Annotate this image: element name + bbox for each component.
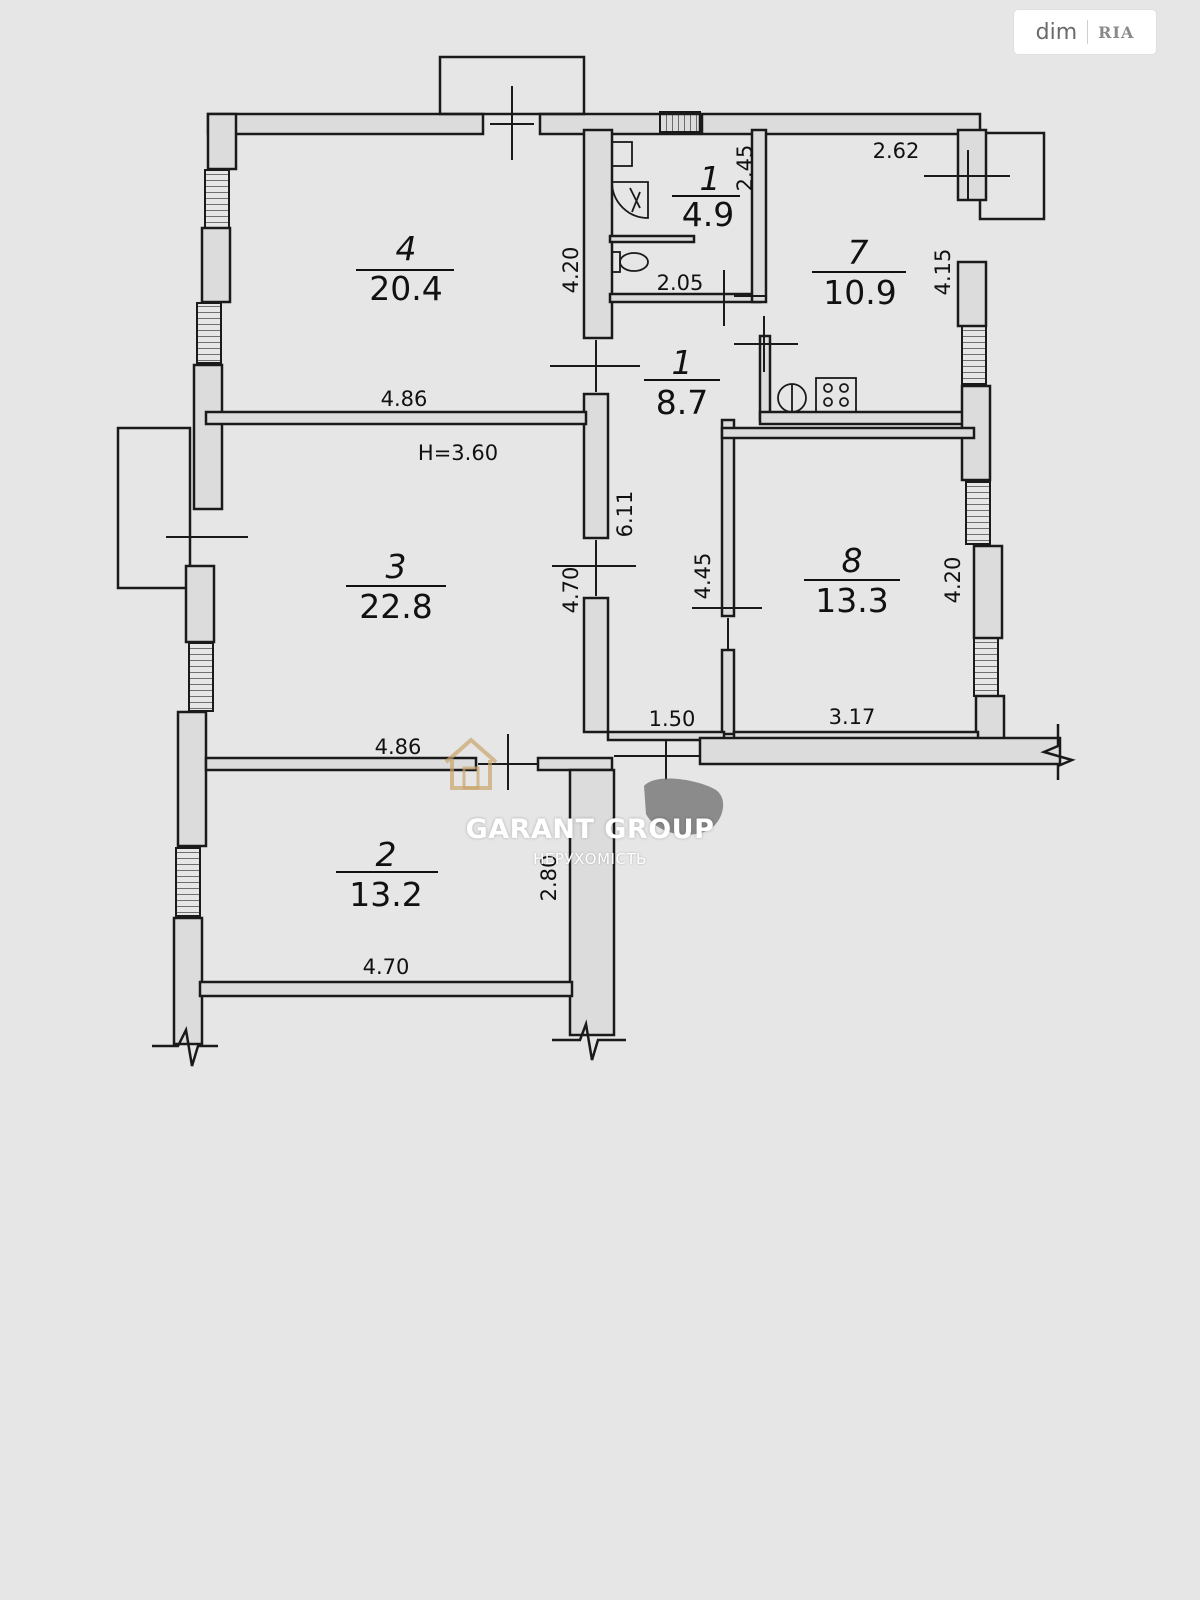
wall-room8-left-b — [720, 648, 736, 736]
wall-room8-left — [720, 418, 736, 618]
window-room7 — [961, 325, 987, 385]
room-2-area: 13.2 — [349, 875, 422, 914]
break-left — [152, 1026, 218, 1067]
wall-room3-room2-a — [204, 756, 478, 772]
room-7-area: 10.9 — [823, 273, 896, 312]
window-room2 — [175, 847, 201, 917]
sink-icon — [611, 141, 633, 167]
wall-bath-right — [750, 128, 768, 304]
room-1-bath-area: 4.9 — [682, 195, 734, 234]
shower-icon — [611, 181, 649, 219]
badge-site-label: dim — [1035, 19, 1078, 45]
wall-left-5 — [176, 710, 208, 848]
wall-room2-right — [568, 768, 616, 1037]
dim-room3-depth: 4.70 — [559, 567, 583, 614]
fixtures — [611, 141, 857, 413]
wall-int-2 — [582, 392, 610, 540]
wall-right-2 — [956, 260, 988, 328]
wall-room4-room3 — [204, 410, 588, 426]
toilet-icon — [611, 251, 649, 273]
room-1-bath-number: 1 — [700, 159, 721, 198]
dim-room8-depth: 4.20 — [941, 557, 965, 604]
wall-left-2 — [200, 226, 232, 304]
wall-int-3 — [582, 596, 610, 734]
dim-room4-width: 4.86 — [381, 387, 428, 411]
dim-room2-width: 4.70 — [363, 955, 410, 979]
wall-room8-top — [720, 426, 976, 440]
wall-bath-mid — [608, 234, 696, 244]
room-8-number: 8 — [842, 541, 863, 580]
break-mid — [552, 1019, 626, 1061]
wall-room3-room2-b — [536, 756, 614, 772]
dim-room2-depth: 2.80 — [537, 855, 561, 902]
wall-left-4 — [184, 564, 216, 644]
wall-top-left — [206, 112, 485, 136]
wall-room2-bottom — [198, 980, 574, 998]
wall-bottom-corridor — [698, 736, 1062, 766]
dim-room4-depth: 4.20 — [559, 247, 583, 294]
dim-room3-width: 4.86 — [375, 735, 422, 759]
window-room8-a — [965, 481, 991, 545]
wall-int-1 — [582, 128, 614, 340]
dim-hall-side: 4.45 — [691, 553, 715, 600]
room-3-area: 22.8 — [359, 587, 432, 626]
wall-left-6 — [172, 916, 204, 1046]
window-room4-a — [204, 169, 230, 229]
room-2-number: 2 — [376, 835, 397, 874]
smudge — [644, 778, 724, 835]
wall-right-5 — [974, 694, 1006, 742]
walls — [116, 55, 1062, 1046]
dimension-labels: 4.86 4.20 H=3.60 4.70 4.86 2.80 4.70 2.4… — [363, 139, 965, 979]
room-7-number: 7 — [848, 233, 869, 272]
wall-left-1 — [206, 112, 238, 171]
dim-hall-length: 6.11 — [613, 491, 637, 538]
room-1-hall-area: 8.7 — [656, 383, 708, 422]
wall-left-3 — [192, 363, 224, 511]
room-1-hall-number: 1 — [672, 343, 693, 382]
room-8-area: 13.3 — [815, 581, 888, 620]
wall-right-1 — [956, 128, 988, 202]
windows — [175, 111, 999, 917]
stove-icon — [815, 377, 857, 413]
left-annex — [116, 426, 192, 590]
wall-top-right — [700, 112, 982, 136]
dim-hall-width: 1.50 — [649, 707, 696, 731]
window-room8-b — [973, 637, 999, 697]
break-lines — [152, 724, 1076, 1067]
dim-bath-width: 2.05 — [657, 271, 704, 295]
wall-right-4 — [972, 544, 1004, 640]
room-3-number: 3 — [386, 547, 407, 586]
dim-room7-width: 2.62 — [873, 139, 920, 163]
break-right — [1040, 724, 1076, 780]
dim-bath-depth: 2.45 — [733, 145, 757, 192]
dim-ria-badge[interactable]: dim RIA — [1014, 10, 1156, 54]
ceiling-height: H=3.60 — [418, 441, 498, 465]
badge-separator — [1087, 20, 1089, 44]
wall-room7-bottom — [758, 410, 972, 426]
room-4-number: 4 — [396, 229, 417, 268]
badge-brand-label: RIA — [1098, 22, 1135, 42]
boiler-icon — [777, 383, 807, 413]
room-4-area: 20.4 — [369, 269, 442, 308]
window-room3 — [188, 642, 214, 712]
room-labels: 4 20.4 3 22.8 2 13.2 1 4.9 1 8.7 7 10.9 … — [336, 159, 906, 914]
window-bath — [659, 111, 701, 133]
dim-room7-depth: 4.15 — [931, 249, 955, 296]
window-room4-b — [196, 302, 222, 364]
dim-room8-width: 3.17 — [829, 705, 876, 729]
